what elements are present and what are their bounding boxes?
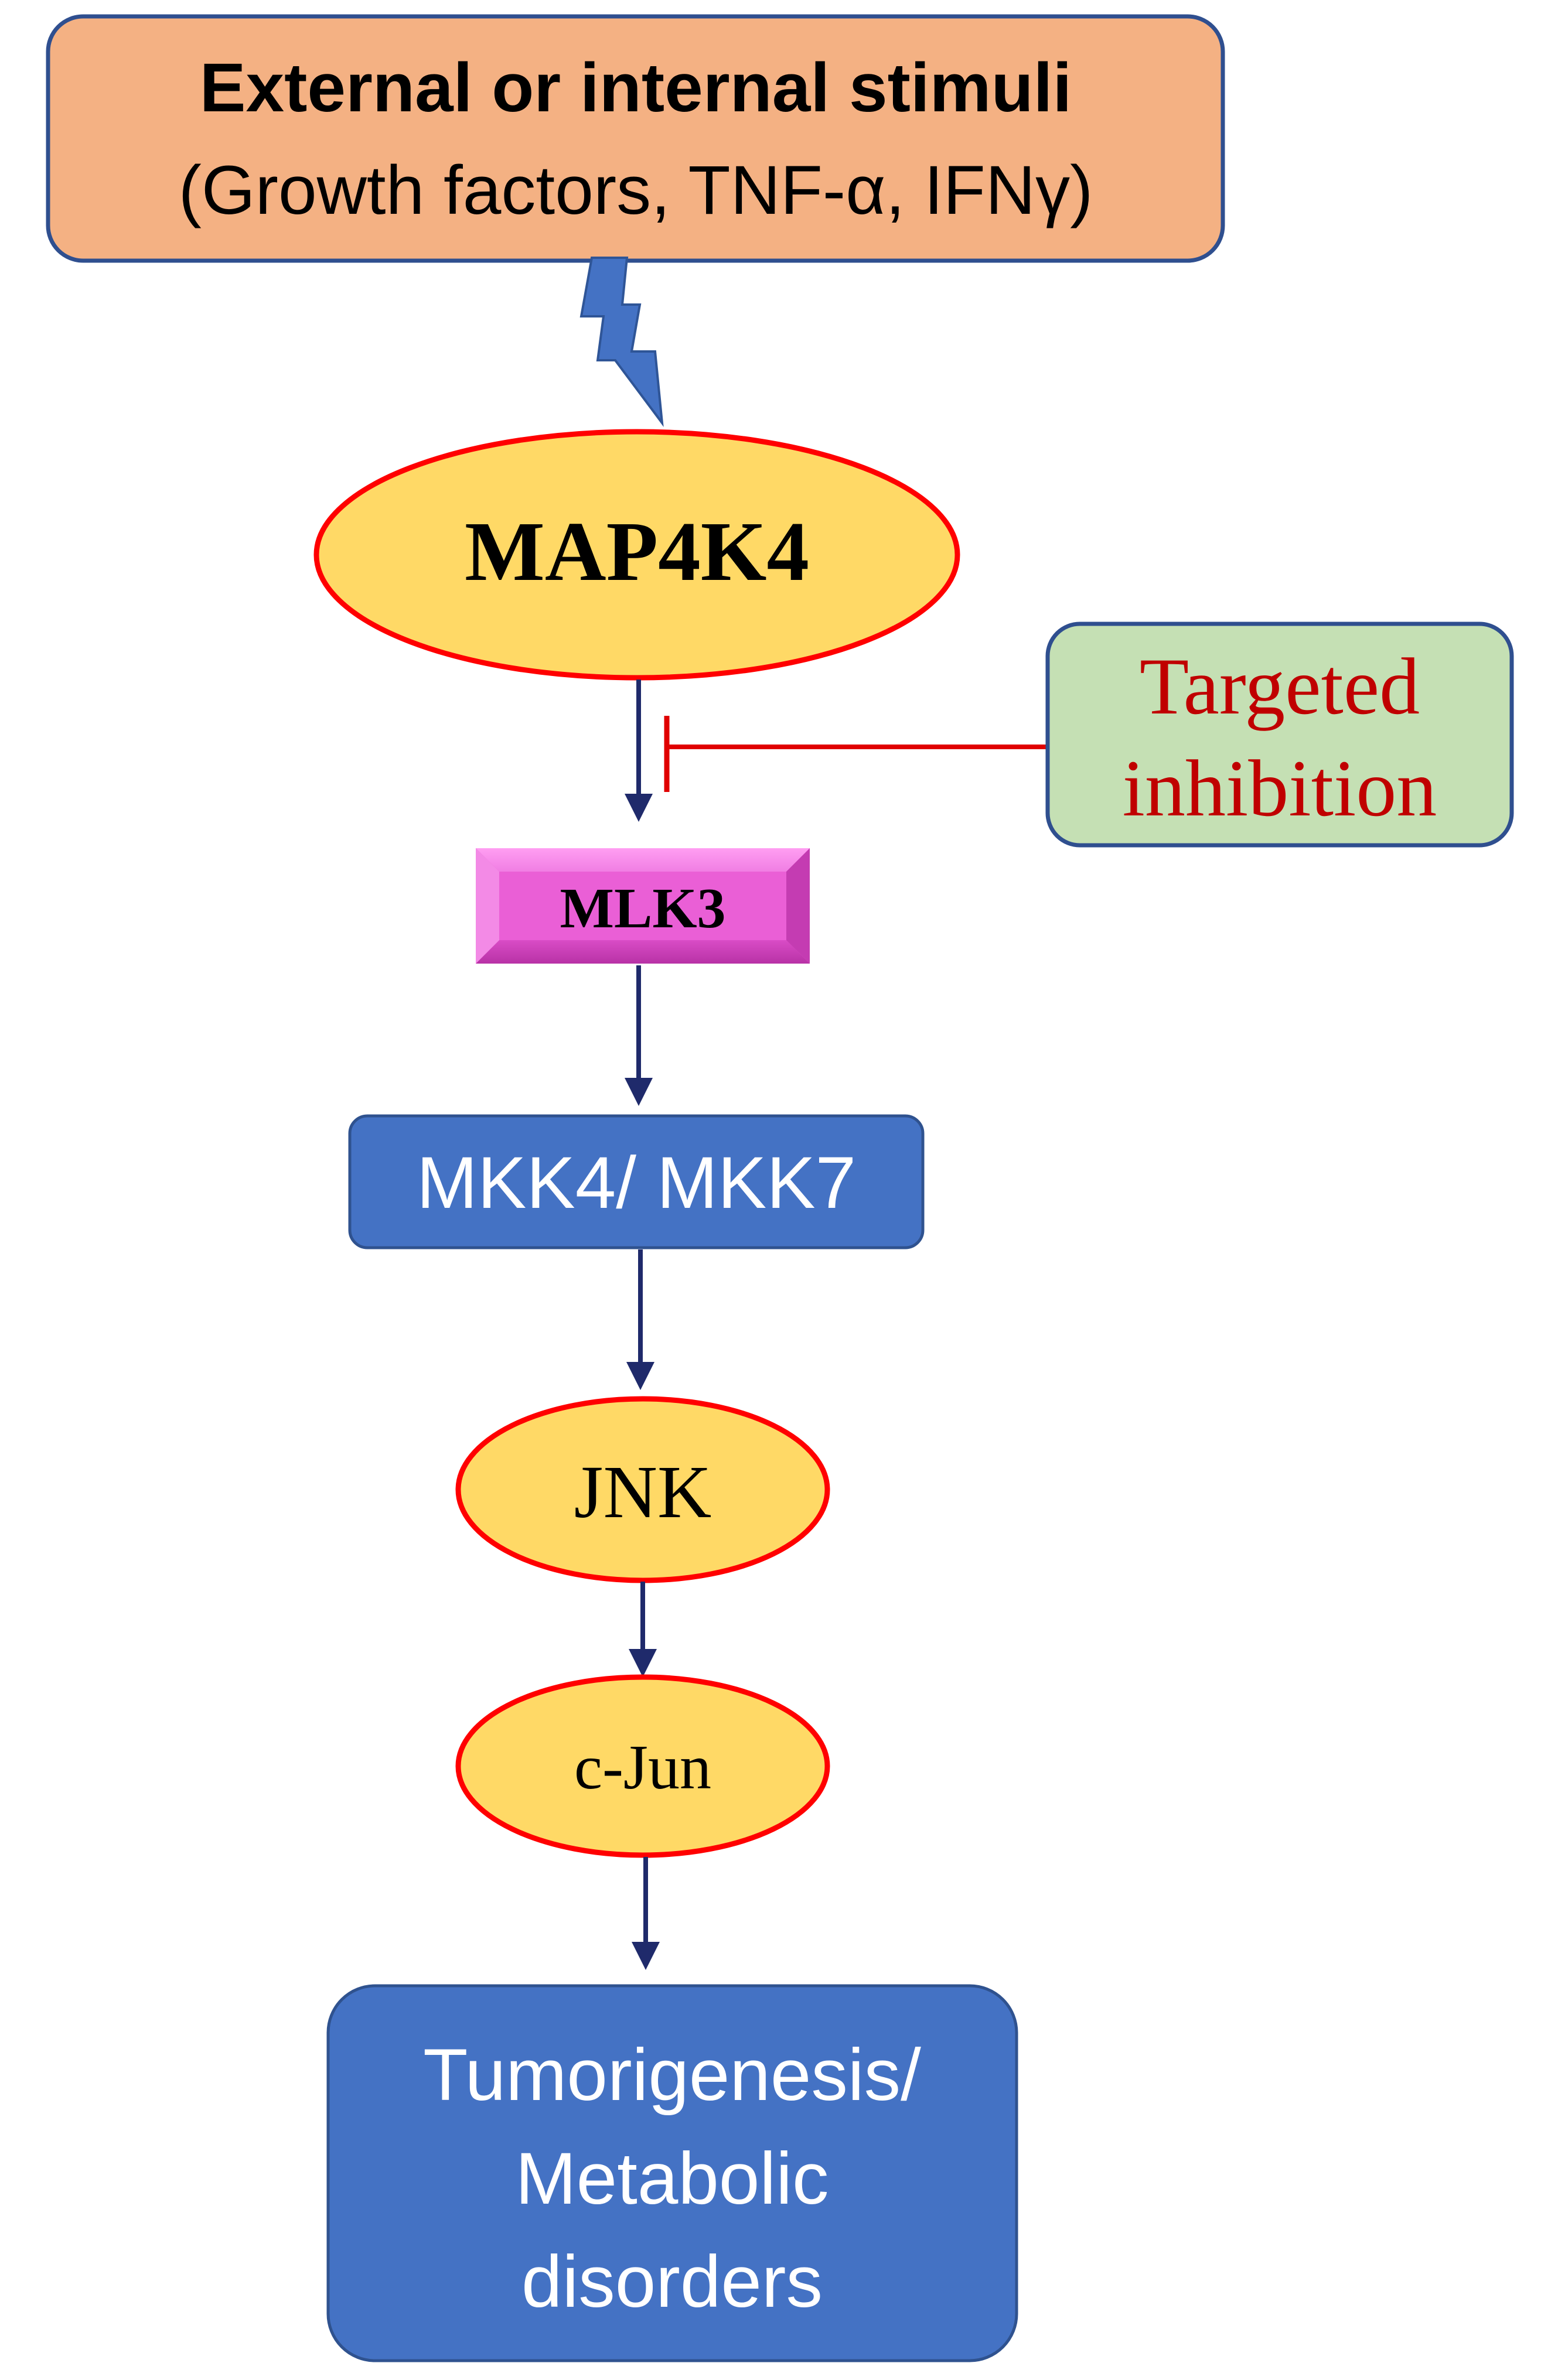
outcome-label-line1: Tumorigenesis/	[423, 2034, 921, 2116]
t-bar-inhibition-icon	[664, 716, 1046, 792]
mlk3-node: MLK3	[476, 848, 810, 964]
stimuli-title: External or internal stimuli	[200, 49, 1072, 127]
lightning-bolt-icon	[579, 257, 664, 427]
outcome-label-line3: disorders	[521, 2241, 823, 2323]
map4k4-label: MAP4K4	[465, 505, 809, 599]
mkk-label: MKK4/ MKK7	[417, 1142, 856, 1224]
inhibition-label-line1: Targeted	[1140, 641, 1420, 731]
mlk3-label: MLK3	[560, 877, 725, 940]
outcome-box: Tumorigenesis/ Metabolic disorders	[326, 1984, 1018, 2362]
c-jun-node: c-Jun	[455, 1674, 830, 1858]
jnk-label: JNK	[574, 1450, 712, 1534]
inhibition-label-line2: inhibition	[1123, 743, 1437, 833]
cjun-label: c-Jun	[574, 1733, 711, 1802]
jnk-node: JNK	[455, 1396, 830, 1583]
mkk4-mkk7-node: MKK4/ MKK7	[348, 1114, 925, 1249]
map4k4-node: MAP4K4	[313, 429, 960, 681]
stimuli-subtitle: (Growth factors, TNF-α, IFNγ)	[179, 152, 1093, 229]
targeted-inhibition-box: Targeted inhibition	[1045, 622, 1514, 848]
outcome-label-line2: Metabolic	[516, 2138, 829, 2219]
stimuli-box: External or internal stimuli (Growth fac…	[46, 14, 1225, 263]
